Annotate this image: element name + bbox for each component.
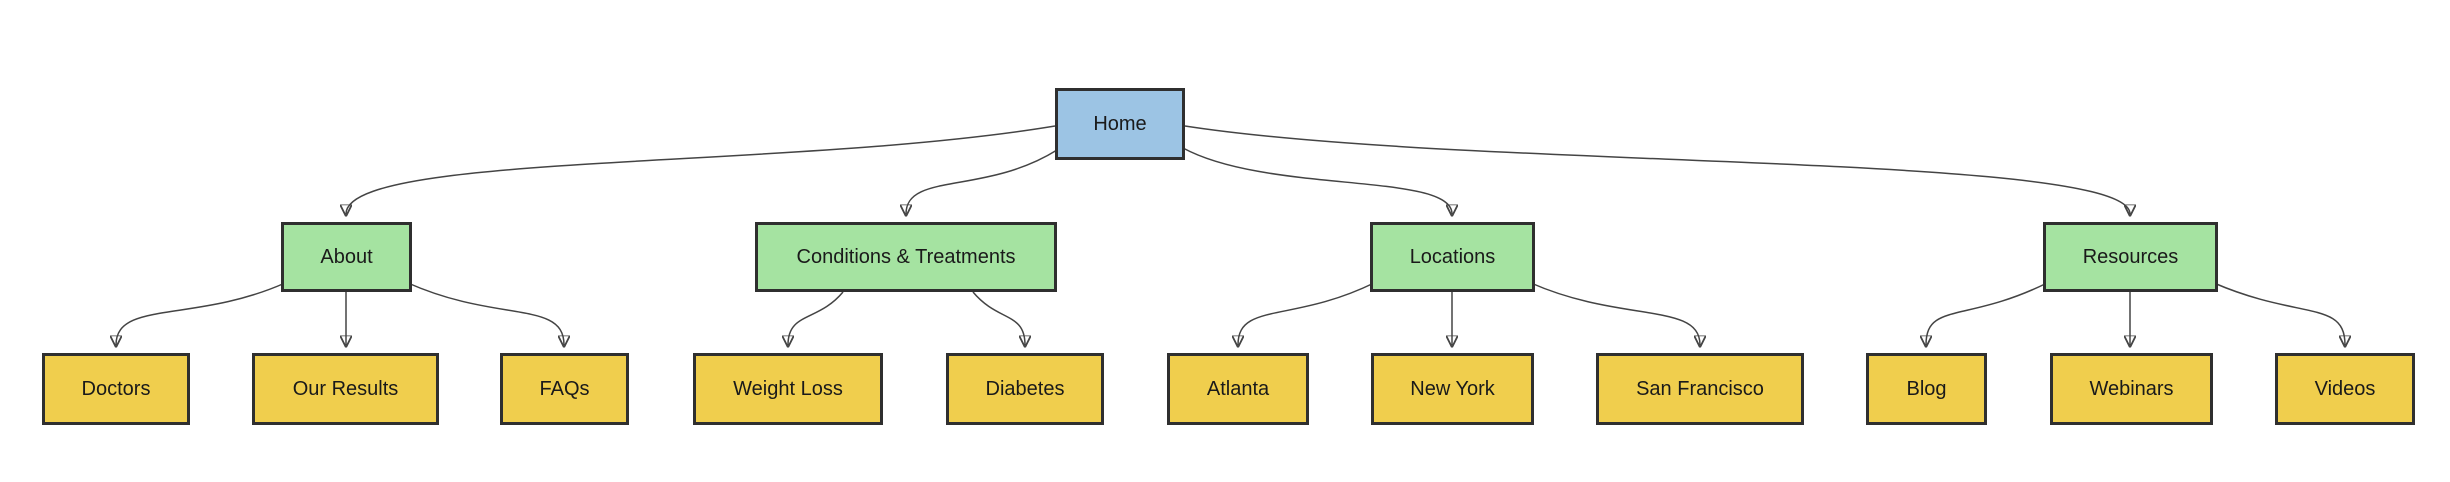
connector-about-doctors [116,282,286,345]
connector-conditions-diabetes [972,291,1025,345]
connector-about-faqs [407,282,564,345]
node-blog[interactable]: Blog [1866,353,1987,425]
connector-home-locations [1182,147,1452,214]
node-videos[interactable]: Videos [2275,353,2415,425]
node-faqs[interactable]: FAQs [500,353,629,425]
connector-conditions-weight-loss [788,291,844,345]
node-about[interactable]: About [281,222,412,292]
node-new-york[interactable]: New York [1371,353,1534,425]
connector-resources-videos [2213,282,2345,345]
node-our-results[interactable]: Our Results [252,353,439,425]
connector-locations-atlanta [1238,282,1375,345]
connector-home-resources [1184,125,2130,214]
connector-home-conditions [906,149,1058,214]
node-locations[interactable]: Locations [1370,222,1535,292]
connector-resources-blog [1926,282,2048,345]
node-diabetes[interactable]: Diabetes [946,353,1104,425]
connector-locations-san-francisco [1530,282,1700,345]
node-doctors[interactable]: Doctors [42,353,190,425]
node-san-francisco[interactable]: San Francisco [1596,353,1804,425]
node-atlanta[interactable]: Atlanta [1167,353,1309,425]
node-resources[interactable]: Resources [2043,222,2218,292]
node-conditions-treatments[interactable]: Conditions & Treatments [755,222,1057,292]
connector-home-about [346,125,1056,214]
node-home[interactable]: Home [1055,88,1185,160]
node-weight-loss[interactable]: Weight Loss [693,353,883,425]
node-webinars[interactable]: Webinars [2050,353,2213,425]
